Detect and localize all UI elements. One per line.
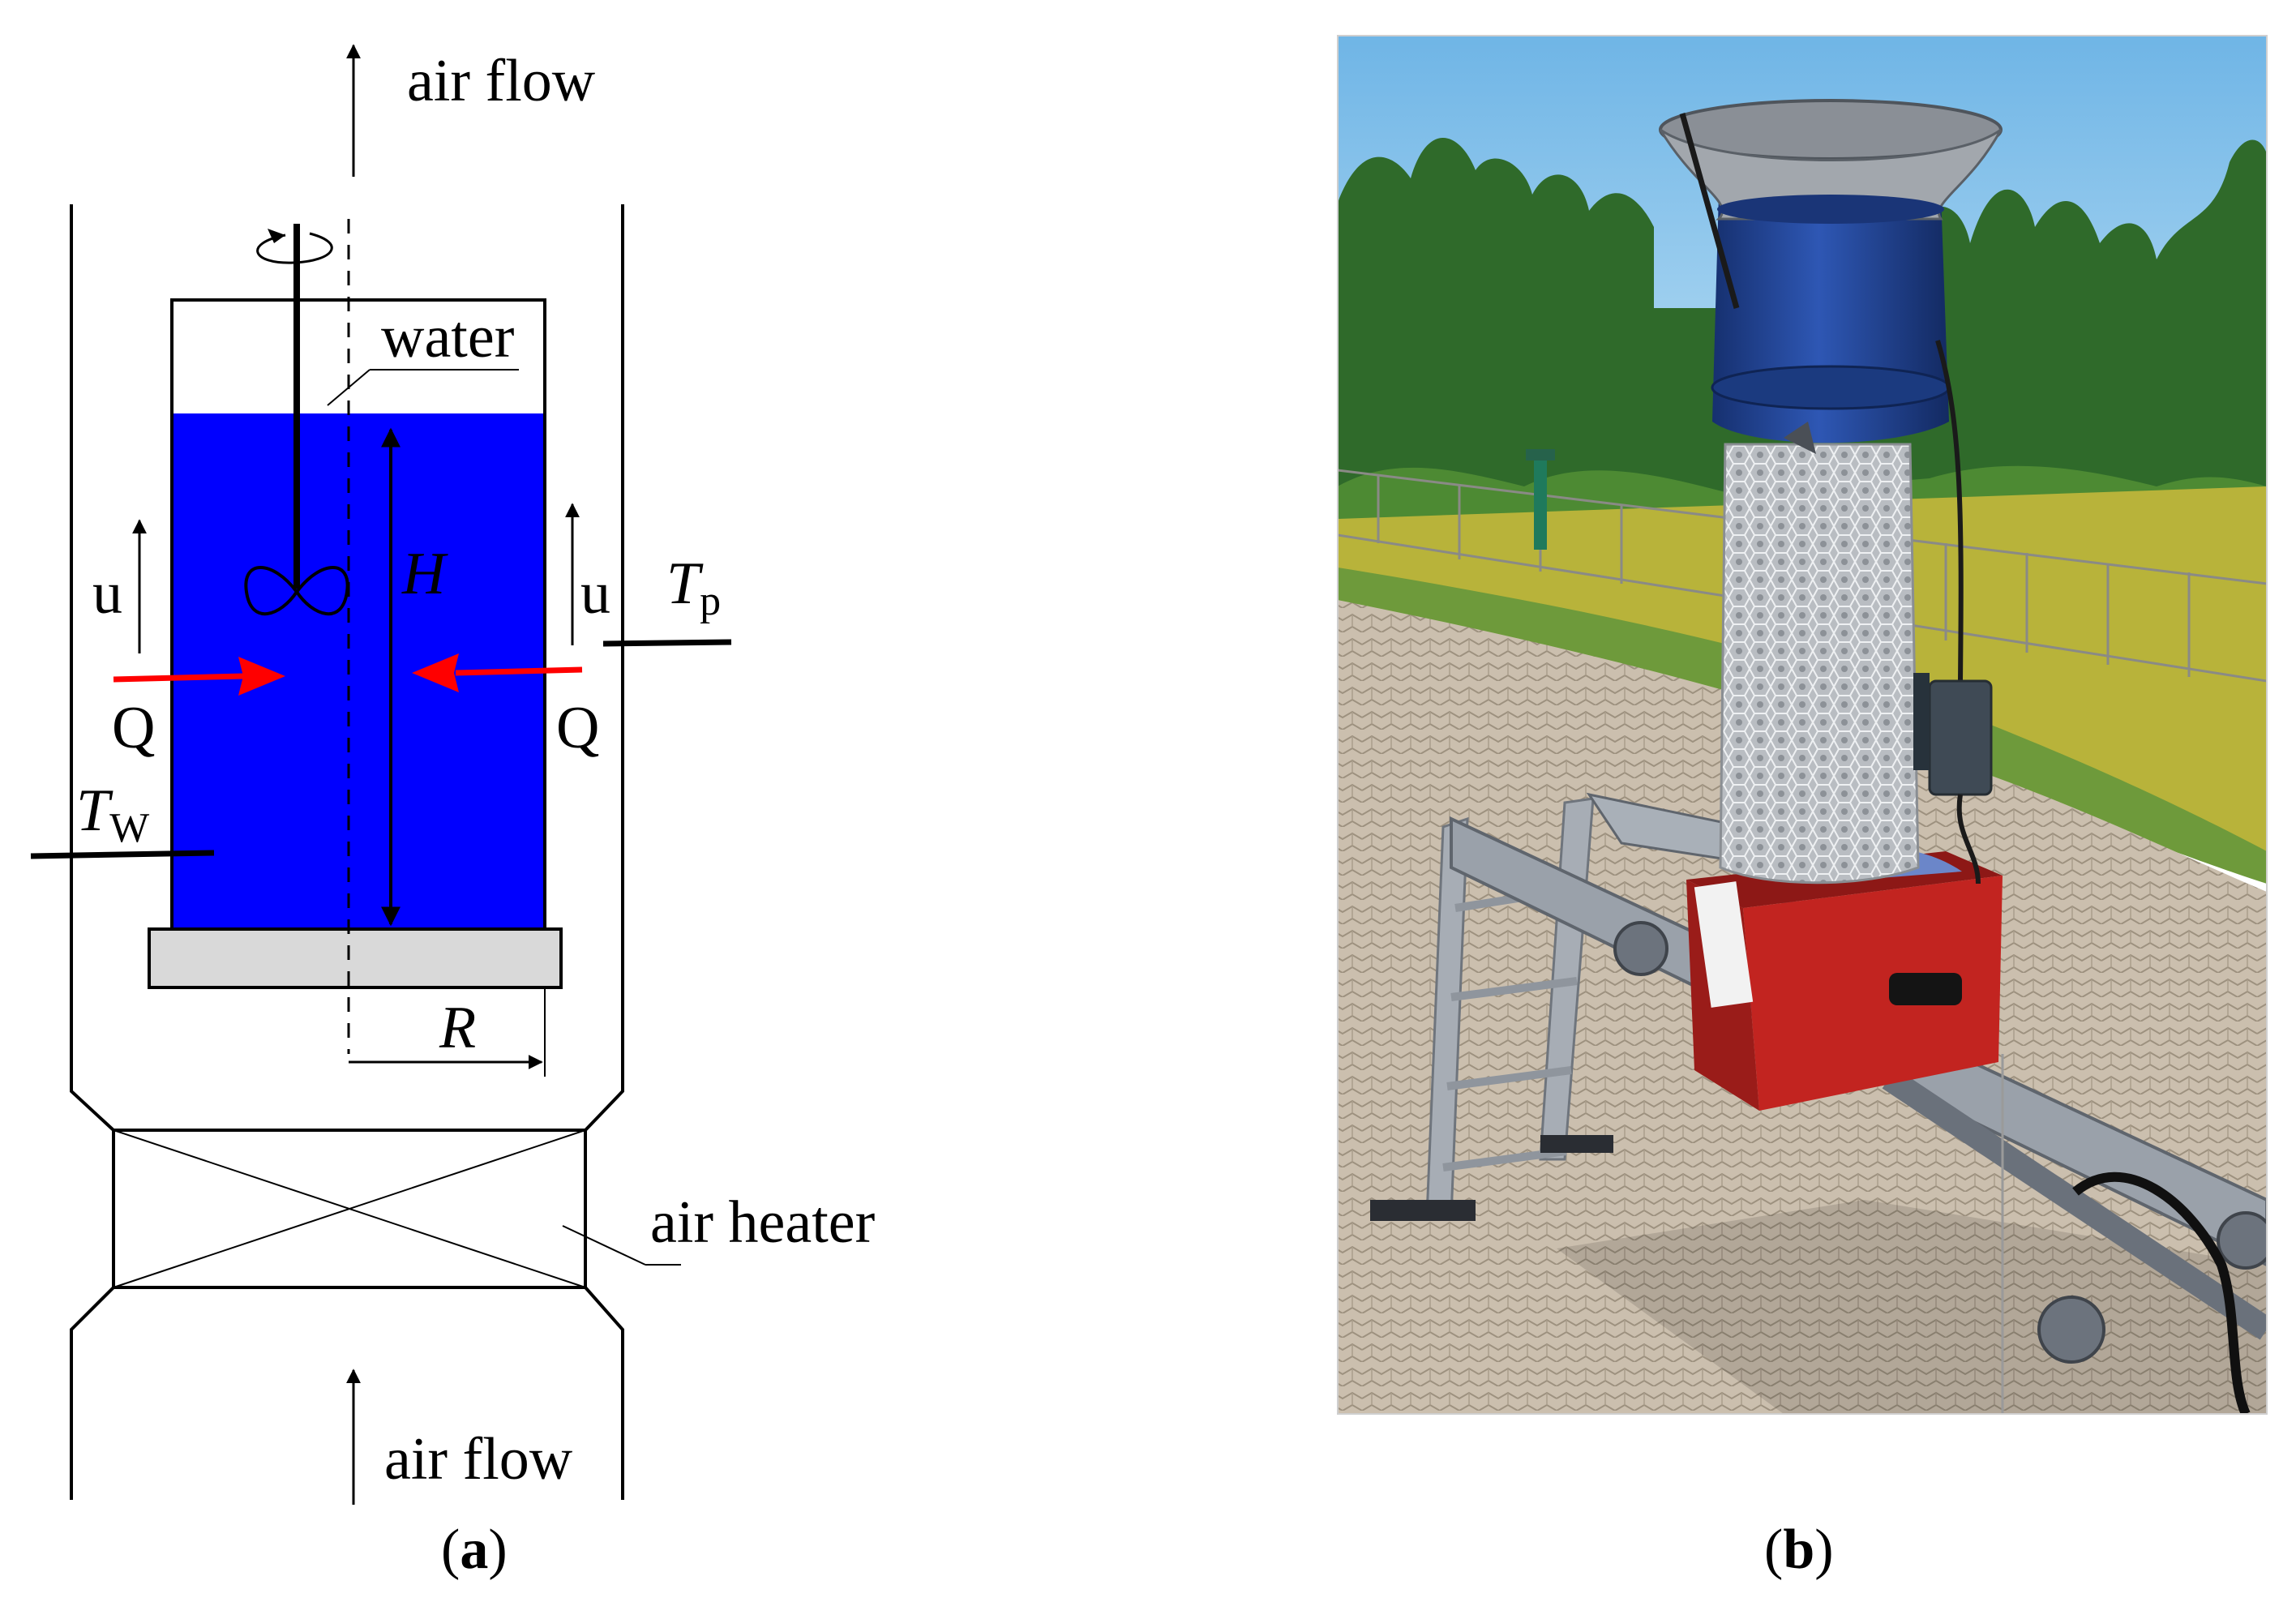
heater-leader-line	[562, 1225, 646, 1266]
impeller-icon	[244, 566, 349, 616]
height-symbol: H	[401, 541, 448, 607]
velocity-label-left: u	[92, 560, 122, 627]
pipe-temperature-label: Tp	[666, 550, 721, 624]
caption-a: (a)	[441, 1518, 508, 1581]
water-leader-line	[327, 369, 371, 406]
air-heater-label: air heater	[650, 1189, 875, 1256]
photo-foil-column	[1719, 443, 1920, 885]
caption-b: (b)	[1764, 1518, 1834, 1581]
base-plate	[148, 927, 563, 989]
heat-label-left: Q	[112, 695, 155, 761]
photo-control-box	[1913, 340, 2004, 1414]
air-flow-label-top: air flow	[407, 48, 596, 114]
photo-frame	[1337, 35, 2268, 1415]
radius-symbol: R	[439, 995, 476, 1061]
heat-arrow-right	[412, 653, 583, 692]
heat-arrow-left	[113, 657, 285, 696]
photo-green-post	[1534, 454, 1547, 550]
heat-label-right: Q	[556, 695, 599, 761]
photo-panel-b	[1338, 36, 2267, 1414]
velocity-label-right: u	[580, 560, 610, 627]
water-temperature-probe	[30, 850, 215, 859]
duct-wall-right	[584, 204, 624, 1500]
air-flow-label-bottom: air flow	[384, 1426, 573, 1493]
pipe-temperature-probe	[602, 639, 732, 647]
water-temperature-label: TW	[76, 777, 149, 851]
heater-cross-line-2	[113, 1129, 586, 1288]
photo-blue-tank	[1659, 99, 2003, 454]
rotation-arrow	[256, 232, 333, 264]
air-heater-box	[112, 1129, 587, 1289]
schematic-panel-a: air flow air flow water air heater H R u…	[30, 44, 875, 1581]
water-label: water	[381, 304, 514, 371]
